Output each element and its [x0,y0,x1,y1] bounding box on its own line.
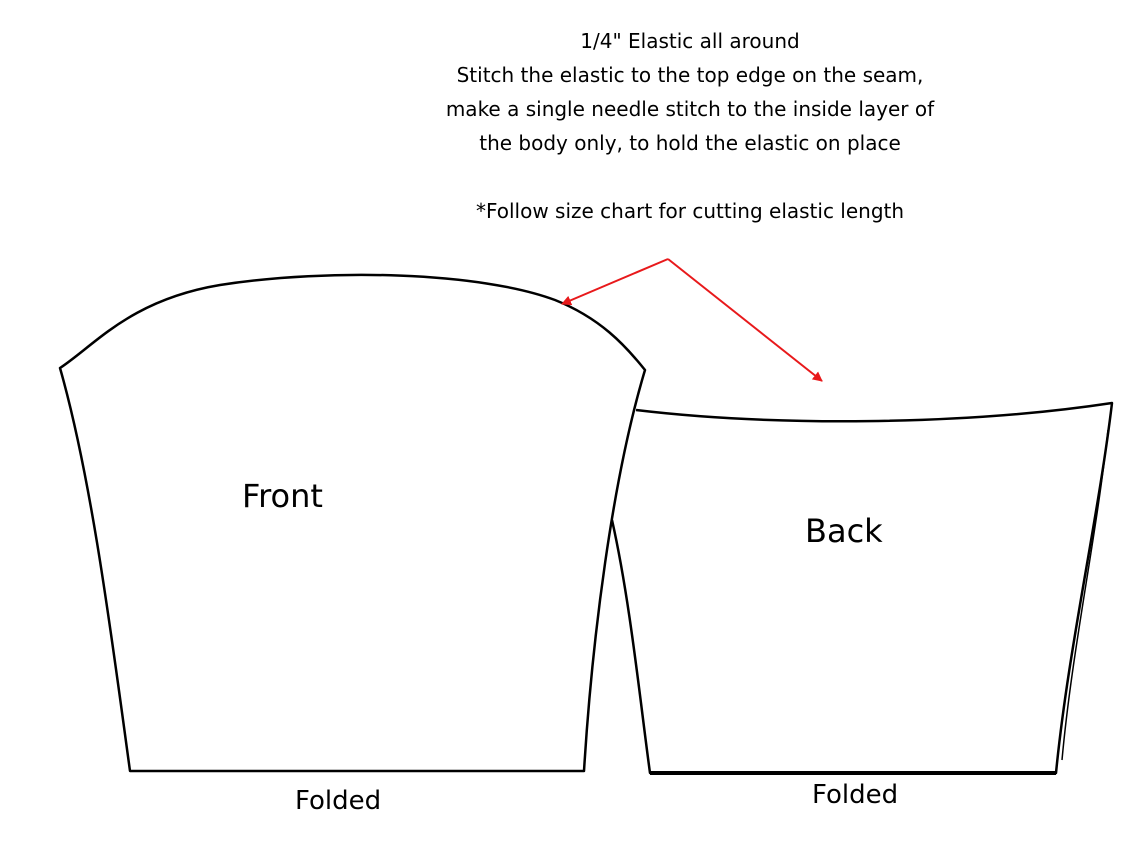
arrow-to-back-top-edge [667,258,823,382]
instruction-line-body: the body only, to hold the elastic on pl… [479,131,901,155]
instruction-line-stitch: Stitch the elastic to the top edge on th… [456,63,924,87]
back-fold-label: Folded [812,780,899,810]
front-piece-label: Front [242,477,323,515]
back-piece-label: Back [805,512,883,550]
instruction-text-block: 1/4" Elastic all around Stitch the elast… [390,24,990,228]
instruction-line-elastic: 1/4" Elastic all around [580,29,800,53]
size-chart-note: *Follow size chart for cutting elastic l… [475,199,905,223]
front-piece-outline [58,273,647,773]
front-fold-label: Folded [295,786,382,816]
instruction-line-needle: make a single needle stitch to the insid… [445,97,935,121]
arrow-to-front-top-edge [561,258,669,306]
back-piece-right-edge-shadow [1061,429,1109,761]
back-piece-outline [610,401,1114,775]
